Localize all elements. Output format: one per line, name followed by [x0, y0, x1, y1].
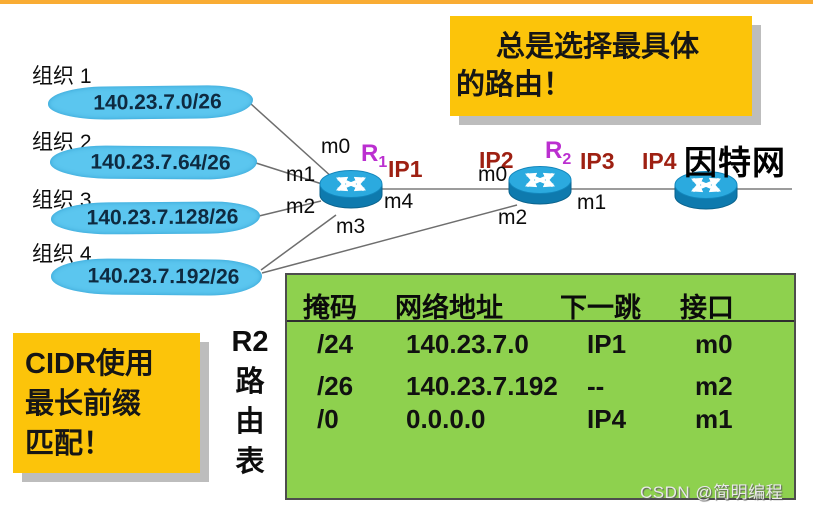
callout-line: 最长前缀 — [25, 388, 142, 420]
callout-line: 总是选择最具体 — [496, 31, 700, 63]
network-address: 140.23.7.64/26 — [90, 150, 231, 175]
title-char: 由 — [235, 406, 265, 438]
col-header-iface: 接口 — [680, 293, 734, 323]
cell-iface: m2 — [695, 371, 733, 401]
cell-nexthop: IP1 — [587, 329, 627, 359]
r2-port-m2: m2 — [498, 206, 528, 229]
title-char: R2 — [231, 326, 269, 358]
network-address: 140.23.7.0/26 — [93, 89, 222, 115]
network-cloud-4: 140.23.7.192/26 — [50, 258, 263, 296]
cell-mask: /0 — [317, 404, 339, 434]
network-cloud-1: 140.23.7.0/26 — [47, 84, 254, 121]
network-cloud-3: 140.23.7.128/26 — [50, 201, 261, 235]
org-1-label: 组织 1 — [32, 65, 92, 88]
callout-cidr-longest-prefix: CIDR使用 最长前缀 匹配！ — [13, 333, 200, 473]
r1-label: R1 — [361, 140, 387, 172]
ip4-label: IP4 — [642, 148, 677, 174]
ip1-label: IP1 — [388, 156, 423, 182]
r2-sub: 2 — [562, 150, 572, 168]
router-r2-icon — [506, 163, 574, 209]
routing-table: 掩码 网络地址 下一跳 接口 /24 140.23.7.0 IP1 m0 /26… — [285, 273, 796, 500]
cell-nexthop: IP4 — [587, 404, 627, 434]
r1-port-m1: m1 — [286, 163, 316, 186]
cell-iface: m1 — [695, 404, 733, 434]
network-address: 140.23.7.192/26 — [87, 264, 240, 289]
title-char: 表 — [235, 446, 265, 478]
r1-name: R — [361, 140, 379, 167]
network-cloud-2: 140.23.7.64/26 — [49, 145, 258, 180]
cell-iface: m0 — [695, 329, 733, 359]
col-header-mask: 掩码 — [303, 293, 357, 323]
cell-mask: /26 — [317, 371, 354, 401]
r1-port-m3: m3 — [336, 215, 366, 238]
router-r1-icon — [317, 167, 385, 213]
watermark: CSDN @简明编程 — [640, 483, 784, 502]
callout-line: 匹配！ — [25, 428, 113, 460]
internet-label: 因特网 — [684, 144, 786, 181]
cell-network: 0.0.0.0 — [406, 404, 486, 434]
header-divider — [287, 320, 794, 322]
col-header-network: 网络地址 — [395, 293, 503, 323]
ip2-label: IP2 — [479, 147, 514, 173]
r1-port-m4: m4 — [384, 190, 414, 213]
callout-line: 的路由！ — [456, 69, 573, 101]
cell-mask: /24 — [317, 329, 354, 359]
col-header-nexthop: 下一跳 — [560, 293, 641, 323]
ip3-label: IP3 — [580, 148, 615, 174]
r1-sub: 1 — [378, 153, 388, 171]
r2-port-m0: m0 — [478, 163, 508, 186]
r1-port-m2: m2 — [286, 195, 316, 218]
network-address: 140.23.7.128/26 — [86, 205, 239, 230]
cell-network: 140.23.7.192 — [406, 371, 558, 401]
r2-port-m1: m1 — [577, 191, 607, 214]
callout-most-specific-route: 总是选择最具体 的路由！ — [450, 16, 752, 116]
r1-port-m0: m0 — [321, 135, 351, 158]
top-accent-strip — [0, 0, 813, 4]
cell-network: 140.23.7.0 — [406, 329, 529, 359]
callout-line: CIDR使用 — [25, 348, 154, 380]
title-char: 路 — [235, 366, 265, 398]
r2-label: R2 — [545, 137, 571, 169]
routing-table-title: R2 路 由 表 — [226, 322, 274, 482]
cell-nexthop: -- — [587, 371, 605, 401]
r2-name: R — [545, 137, 563, 164]
